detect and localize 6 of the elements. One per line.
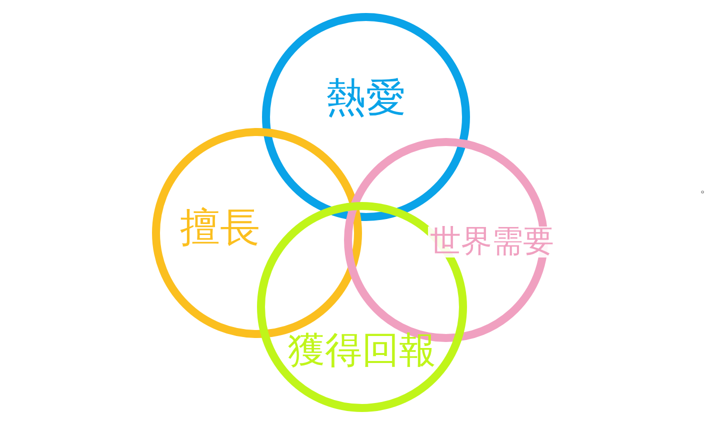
note-mark: 。 xyxy=(700,180,712,197)
circle-label: 熱愛 xyxy=(325,78,407,118)
circle-label: 世界需要 xyxy=(428,226,556,258)
circle-label: 擅長 xyxy=(179,208,261,248)
circle-label: 獲得回報 xyxy=(287,332,437,368)
circle xyxy=(262,13,470,221)
